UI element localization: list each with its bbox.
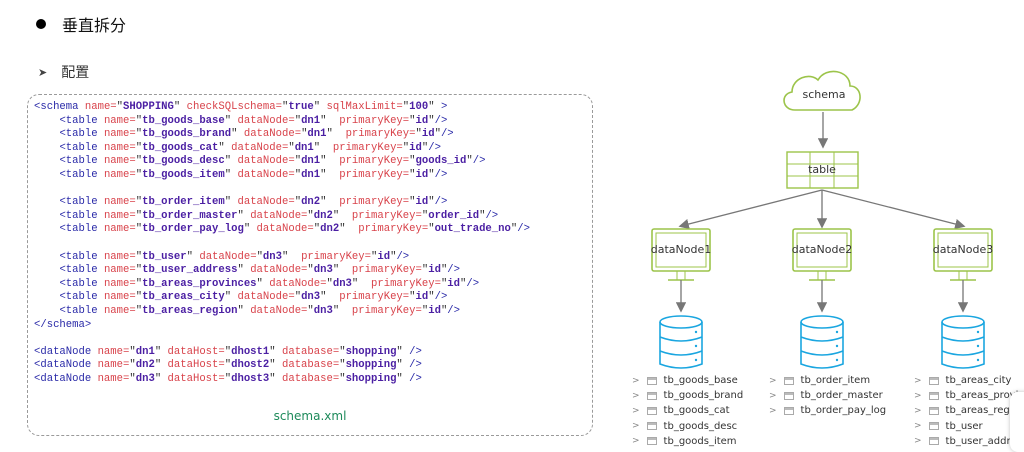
code-line: <table name="tb_areas_region" dataNode="…	[59, 304, 461, 317]
chevron-right-icon[interactable]: >	[914, 421, 922, 432]
code-line: <table name="tb_goods_cat" dataNode="dn1…	[59, 141, 441, 154]
table-name: tb_order_master	[800, 390, 883, 402]
table-name: tb_user	[945, 420, 983, 432]
chevron-right-icon[interactable]: >	[914, 405, 922, 416]
schema-label: schema	[803, 88, 846, 101]
database-icon	[941, 315, 985, 369]
data-node-2: dataNode2	[792, 190, 852, 369]
table-icon	[928, 391, 939, 400]
table-name: tb_areas_city	[945, 375, 1012, 386]
arrow-bullet-icon: ➤	[38, 65, 48, 79]
table-icon	[928, 406, 939, 415]
code-line: <table name="tb_order_pay_log" dataNode=…	[59, 223, 530, 236]
table-name: tb_order_pay_log	[800, 405, 887, 417]
table-name: tb_goods_desc	[663, 420, 738, 432]
code-line: <table name="tb_goods_item" dataNode="dn…	[59, 168, 448, 181]
code-line: <table name="tb_goods_base" dataNode="dn…	[59, 114, 448, 127]
table-name: tb_goods_brand	[663, 390, 744, 402]
table-name: tb_goods_cat	[663, 405, 730, 417]
table-icon	[646, 376, 657, 385]
code-line: <table name="tb_user" dataNode="dn3" pri…	[59, 250, 410, 263]
table-name: tb_goods_base	[663, 375, 738, 386]
tree-item-table[interactable]: > tb_goods_item	[632, 434, 737, 449]
database-icon	[659, 315, 703, 369]
subsection-heading: ➤ 配置	[38, 62, 89, 82]
floating-panel-edge[interactable]	[1010, 392, 1024, 452]
arrow-table-node	[678, 189, 823, 230]
table-name: tb_areas_region	[945, 405, 1024, 417]
code-block: <schema name="SHOPPING" checkSQLschema="…	[27, 94, 593, 436]
chevron-right-icon[interactable]: >	[632, 436, 640, 447]
data-node-1: dataNode1	[651, 189, 823, 369]
code-line: <table name="tb_order_master" dataNode="…	[59, 209, 499, 222]
code-line: <dataNode name="dn1" dataHost="dhost1" d…	[34, 345, 422, 358]
chevron-right-icon[interactable]: >	[769, 405, 777, 416]
bullet-icon	[36, 19, 46, 29]
code-line: <table name="tb_goods_brand" dataNode="d…	[59, 128, 454, 141]
chevron-right-icon[interactable]: >	[914, 436, 922, 447]
arrow-table-node	[821, 189, 966, 230]
table-icon	[783, 406, 794, 415]
tree-item-table[interactable]: > tb_order_pay_log	[769, 403, 886, 418]
data-node-3: dataNode3	[821, 189, 993, 369]
table-icon	[928, 376, 939, 385]
tree-item-table[interactable]: > tb_order_master	[769, 388, 883, 403]
chevron-right-icon[interactable]: >	[632, 375, 640, 386]
database-icon	[800, 315, 844, 369]
table-icon	[928, 437, 939, 446]
table-grid-icon: table	[786, 151, 859, 189]
schema-xml-code: <schema name="SHOPPING" checkSQLschema="…	[34, 101, 530, 386]
table-name: tb_user_address	[945, 435, 1024, 447]
monitor-icon	[792, 228, 852, 272]
table-icon	[783, 391, 794, 400]
table-icon	[646, 422, 657, 431]
chevron-right-icon[interactable]: >	[632, 390, 640, 401]
code-line: <dataNode name="dn2" dataHost="dhost2" d…	[34, 359, 422, 372]
table-icon	[646, 406, 657, 415]
code-line: </schema>	[34, 318, 92, 331]
tree-item-table[interactable]: > tb_goods_brand	[632, 388, 743, 403]
tree-item-table[interactable]: > tb_order_item	[769, 373, 870, 388]
tree-item-table[interactable]: > tb_goods_desc	[632, 419, 737, 434]
code-line: <schema name="SHOPPING" checkSQLschema="…	[34, 101, 448, 113]
data-node-label: dataNode3	[933, 243, 993, 256]
tree-item-table[interactable]: > tb_areas_city	[914, 373, 1011, 388]
subheading-title: 配置	[61, 65, 90, 81]
heading-title: 垂直拆分	[62, 16, 127, 35]
table-icon	[928, 422, 939, 431]
table-icon	[646, 391, 657, 400]
code-line: <table name="tb_user_address" dataNode="…	[59, 264, 461, 277]
code-line: <table name="tb_areas_provinces" dataNod…	[59, 277, 480, 290]
chevron-right-icon[interactable]: >	[914, 375, 922, 386]
table-label: table	[808, 163, 836, 176]
data-node-label: dataNode2	[792, 243, 852, 256]
tree-item-table[interactable]: > tb_goods_cat	[632, 403, 730, 418]
tree-item-table[interactable]: > tb_areas_provinces	[914, 388, 1024, 403]
table-icon	[783, 376, 794, 385]
code-line: <table name="tb_goods_desc" dataNode="dn…	[59, 155, 486, 168]
tree-item-table[interactable]: > tb_user	[914, 419, 983, 434]
cloud-icon	[783, 70, 861, 111]
chevron-right-icon[interactable]: >	[632, 405, 640, 416]
chevron-right-icon[interactable]: >	[769, 390, 777, 401]
section-heading: 垂直拆分	[36, 12, 126, 36]
monitor-icon	[651, 228, 711, 272]
monitor-icon	[933, 228, 993, 272]
code-line: <table name="tb_order_item" dataNode="dn…	[59, 196, 448, 209]
table-icon	[646, 437, 657, 446]
data-node-label: dataNode1	[651, 243, 711, 256]
chevron-right-icon[interactable]: >	[632, 421, 640, 432]
code-caption: schema.xml	[273, 409, 347, 423]
chevron-right-icon[interactable]: >	[769, 375, 777, 386]
tree-item-table[interactable]: > tb_areas_region	[914, 403, 1024, 418]
code-line: <table name="tb_areas_city" dataNode="dn…	[59, 291, 448, 304]
schema-cloud: schema	[783, 70, 861, 111]
table-name: tb_areas_provinces	[945, 390, 1024, 402]
tree-item-table[interactable]: > tb_user_address	[914, 434, 1024, 449]
table-name: tb_goods_item	[663, 435, 737, 447]
code-line: <dataNode name="dn3" dataHost="dhost3" d…	[34, 372, 422, 385]
chevron-right-icon[interactable]: >	[914, 390, 922, 401]
table-name: tb_order_item	[800, 375, 871, 386]
tree-item-table[interactable]: > tb_goods_base	[632, 373, 738, 388]
